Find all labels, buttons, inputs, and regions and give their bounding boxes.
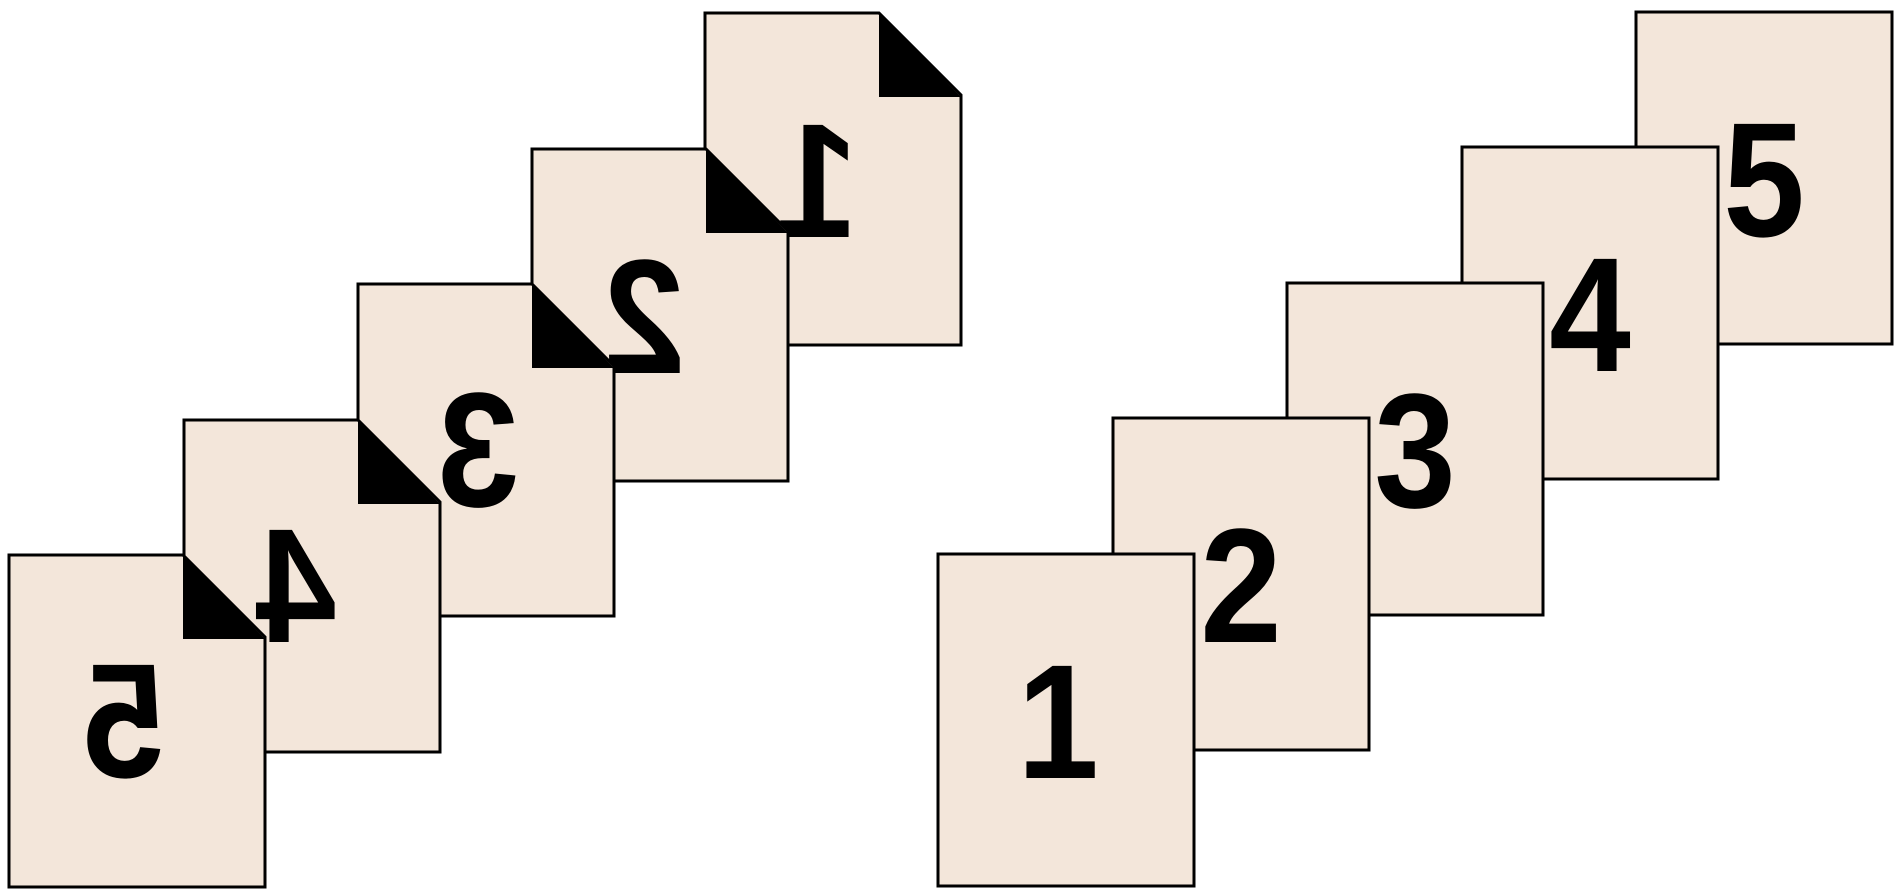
left-page-5: 5 — [7, 553, 267, 889]
page-number: 5 — [83, 630, 165, 812]
page-number: 3 — [1374, 360, 1456, 542]
page-number: 4 — [1549, 224, 1631, 406]
page-number: 1 — [1017, 631, 1099, 813]
dog-ear-fold-icon — [183, 555, 265, 639]
right-stack: 5 4 3 2 1 — [936, 10, 1894, 888]
page-number: 4 — [255, 495, 337, 677]
dog-ear-fold-icon — [706, 149, 788, 233]
dog-ear-fold-icon — [358, 420, 440, 504]
left-page-4: 4 — [182, 418, 442, 754]
left-stack: 1 2 3 4 5 — [7, 11, 963, 889]
dog-ear-fold-icon — [879, 13, 961, 97]
dog-ear-fold-icon — [532, 284, 614, 368]
page-number: 5 — [1723, 89, 1805, 271]
page-number: 2 — [1200, 495, 1282, 677]
page-number: 3 — [437, 359, 519, 541]
page-number: 1 — [776, 90, 858, 272]
right-page-1: 1 — [936, 552, 1196, 888]
page-number: 2 — [603, 226, 685, 408]
